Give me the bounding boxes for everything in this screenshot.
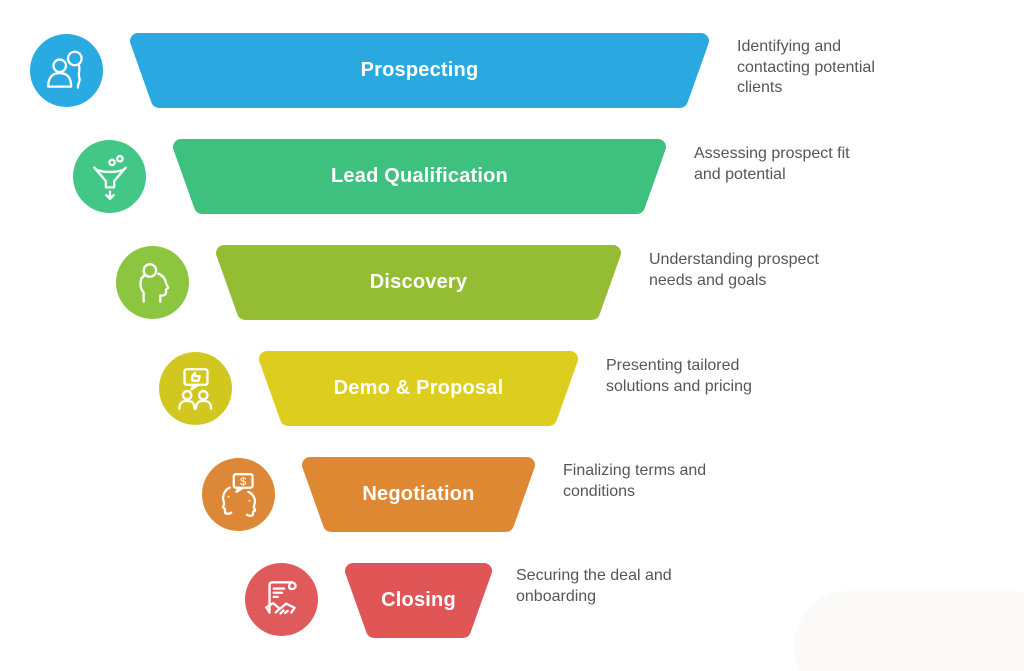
stage-label-lead-qualification: Lead Qualification bbox=[331, 165, 508, 187]
demo-proposal-icon-circle bbox=[159, 352, 232, 425]
lead-filter-funnel-icon bbox=[92, 154, 127, 200]
stage-description-closing: Securing the deal and onboarding bbox=[516, 567, 672, 605]
funnel-bar-demo-proposal bbox=[259, 351, 578, 426]
stage-label-negotiation: Negotiation bbox=[362, 483, 475, 505]
funnel-bar-lead-qualification bbox=[173, 139, 666, 214]
prospecting-icon-circle bbox=[30, 34, 103, 107]
stage-label-demo-proposal: Demo & Proposal bbox=[333, 377, 504, 399]
stage-description-discovery: Understanding prospect needs and goals bbox=[649, 251, 819, 289]
funnel-bar-negotiation bbox=[302, 457, 535, 532]
stage-label-closing: Closing bbox=[381, 589, 456, 611]
funnel-bar-closing bbox=[345, 563, 492, 638]
contract-handshake-icon bbox=[264, 580, 297, 615]
funnel-bar-prospecting bbox=[130, 33, 709, 108]
watermark-blob bbox=[794, 591, 1024, 671]
stage-description-negotiation: Finalizing terms and conditions bbox=[563, 462, 707, 500]
svg-text:$: $ bbox=[239, 476, 246, 488]
stage-description-lead-qualification: Assessing prospect fit and potential bbox=[694, 145, 850, 183]
stage-description-demo-proposal: Presenting tailored solutions and pricin… bbox=[606, 357, 752, 395]
lead-qualification-icon-circle bbox=[73, 140, 146, 213]
presentation-bubble-people-icon bbox=[177, 367, 212, 410]
stage-label-discovery: Discovery bbox=[369, 271, 468, 293]
funnel-bar-discovery bbox=[216, 245, 621, 320]
head-magnifier-icon bbox=[138, 262, 169, 303]
negotiation-icon-circle: $ bbox=[202, 458, 275, 531]
discovery-icon-circle bbox=[116, 246, 189, 319]
stage-label-prospecting: Prospecting bbox=[360, 59, 479, 81]
person-search-icon bbox=[46, 50, 83, 89]
faces-dollar-chat-icon: $ bbox=[221, 472, 256, 517]
stage-description-prospecting: Identifying and contacting potential cli… bbox=[737, 38, 875, 96]
closing-icon-circle bbox=[245, 563, 318, 636]
